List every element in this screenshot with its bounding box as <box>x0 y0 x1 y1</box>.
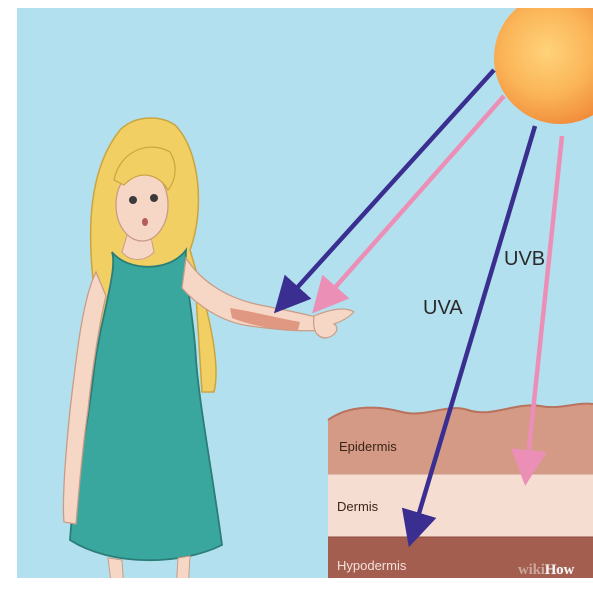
watermark-how: How <box>545 562 574 578</box>
dermis-label: Dermis <box>337 499 378 514</box>
epidermis-label: Epidermis <box>339 439 397 454</box>
wikihow-watermark: wikiHow <box>518 562 574 579</box>
uva-label: UVA <box>423 297 463 320</box>
watermark-wiki: wiki <box>518 562 545 578</box>
skin-cross-section <box>328 404 593 578</box>
hypodermis-label: Hypodermis <box>337 558 406 573</box>
uvb-label: UVB <box>504 248 545 271</box>
